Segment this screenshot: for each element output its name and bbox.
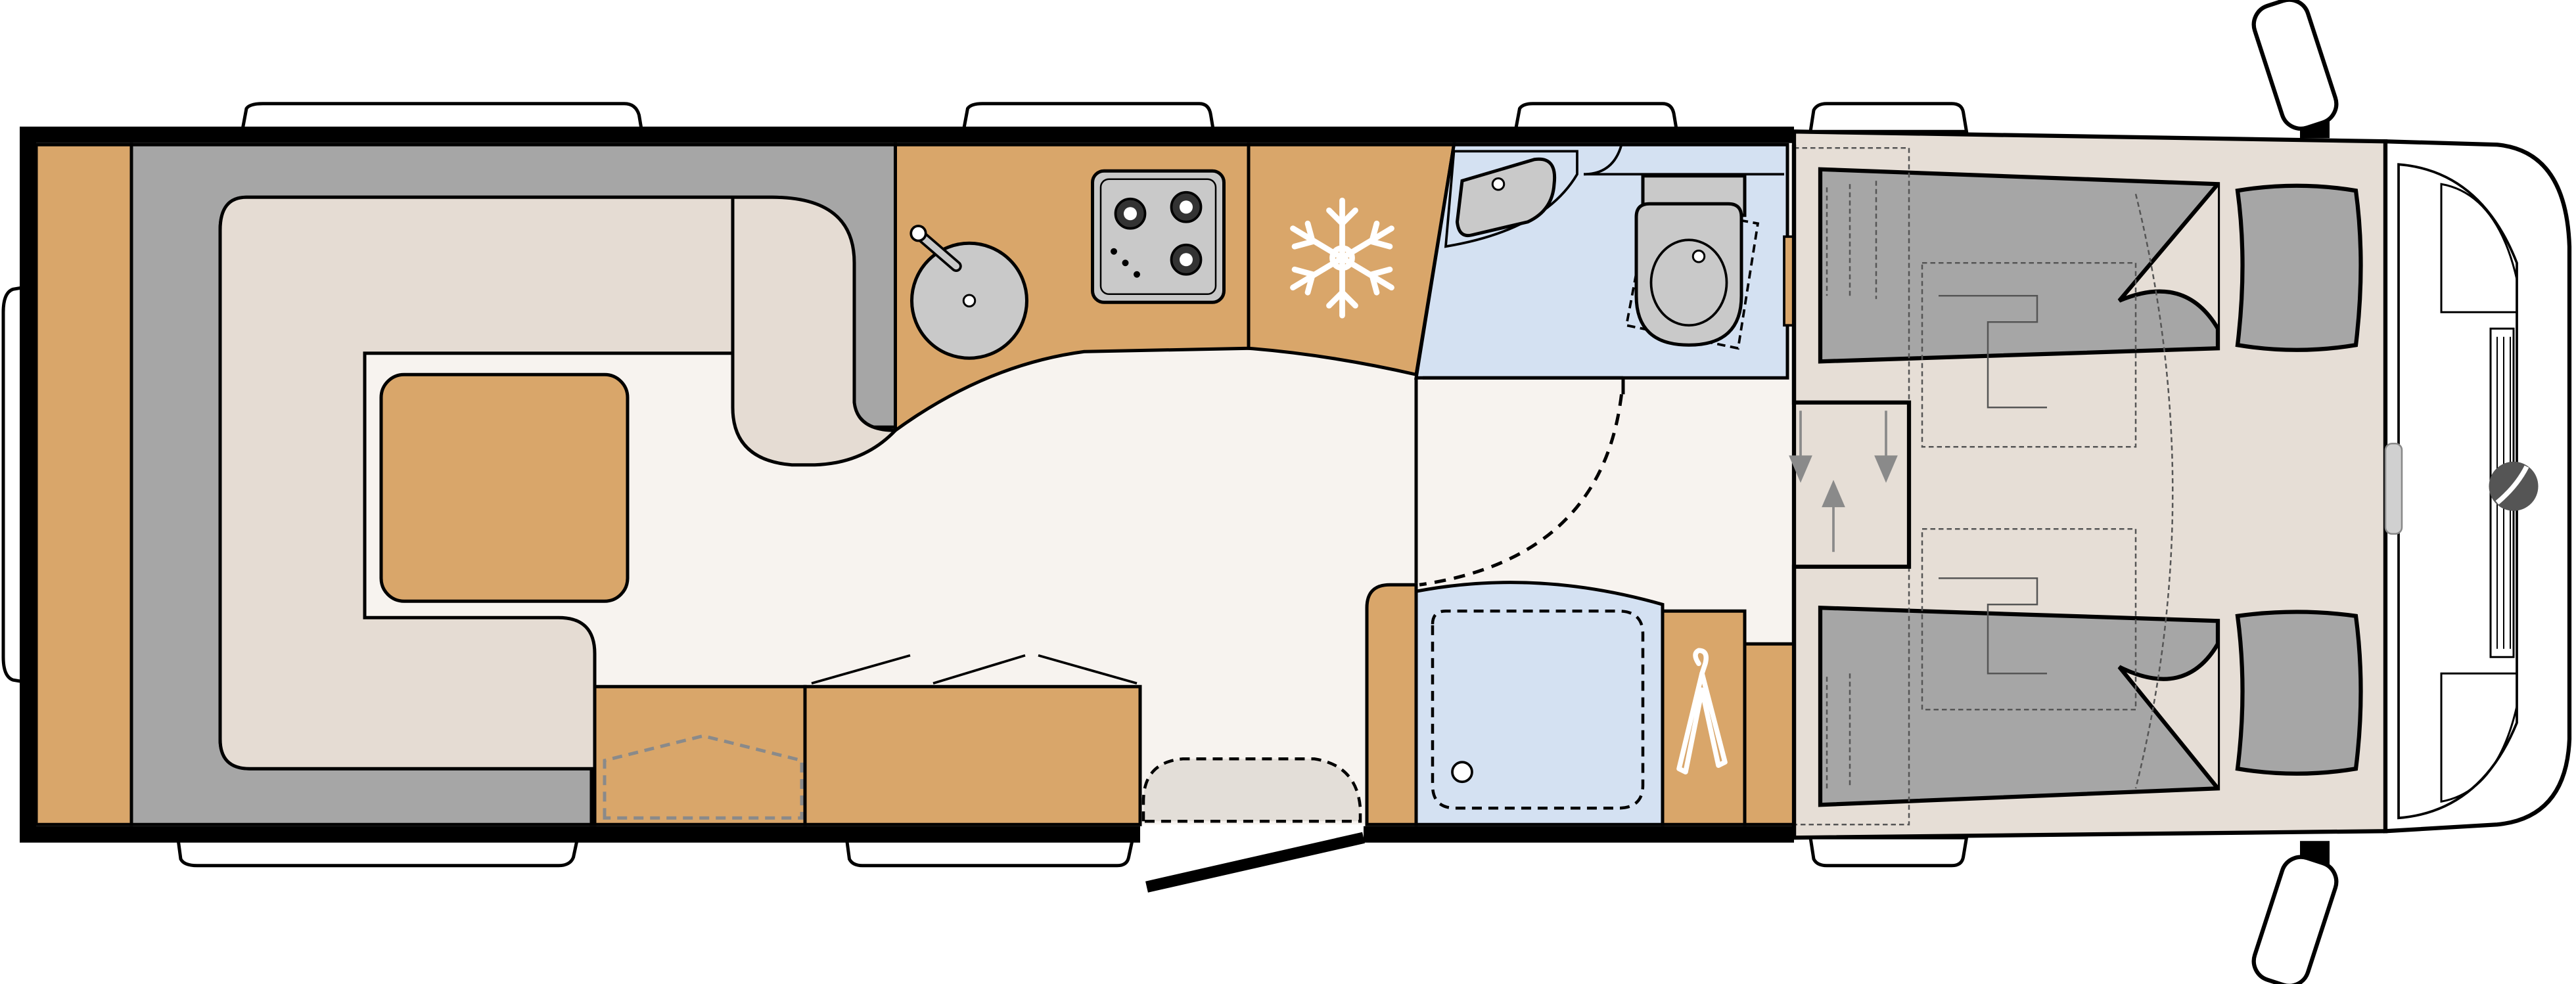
rear-wardrobe — [34, 143, 133, 826]
side-mirror-top — [2251, 0, 2339, 139]
l-shaped-lounge — [218, 195, 900, 826]
hanger-icon — [1676, 648, 1728, 774]
rear-window — [1, 285, 25, 684]
storage-cabinet-2 — [803, 684, 1142, 826]
entrance-step — [1141, 757, 1362, 823]
seat-swivel-guides — [1939, 295, 2047, 675]
entrance-door — [1145, 832, 1365, 893]
cab-seat-bottom — [1818, 606, 2363, 807]
wardrobe — [1661, 609, 1747, 826]
cabinet-door-lines — [811, 654, 1138, 685]
cab-partition — [1791, 145, 1912, 838]
toilet — [1624, 174, 1760, 350]
storage-cabinet-1 — [593, 684, 807, 826]
side-mirror-bottom — [2251, 841, 2339, 984]
dinette-table — [379, 372, 630, 603]
cab-seat-top — [1818, 167, 2363, 364]
side-cabinet — [1743, 642, 1796, 826]
kitchen-sink — [909, 225, 1028, 360]
direction-arrows — [1789, 411, 1898, 552]
front-cap — [2383, 139, 2572, 834]
three-burner-hob — [1091, 169, 1226, 304]
washroom-door — [1414, 376, 1625, 587]
outer-walls — [20, 126, 1794, 843]
snowflake-icon — [1290, 197, 1394, 319]
shower — [1365, 581, 1665, 826]
washbasin — [1455, 157, 1557, 238]
